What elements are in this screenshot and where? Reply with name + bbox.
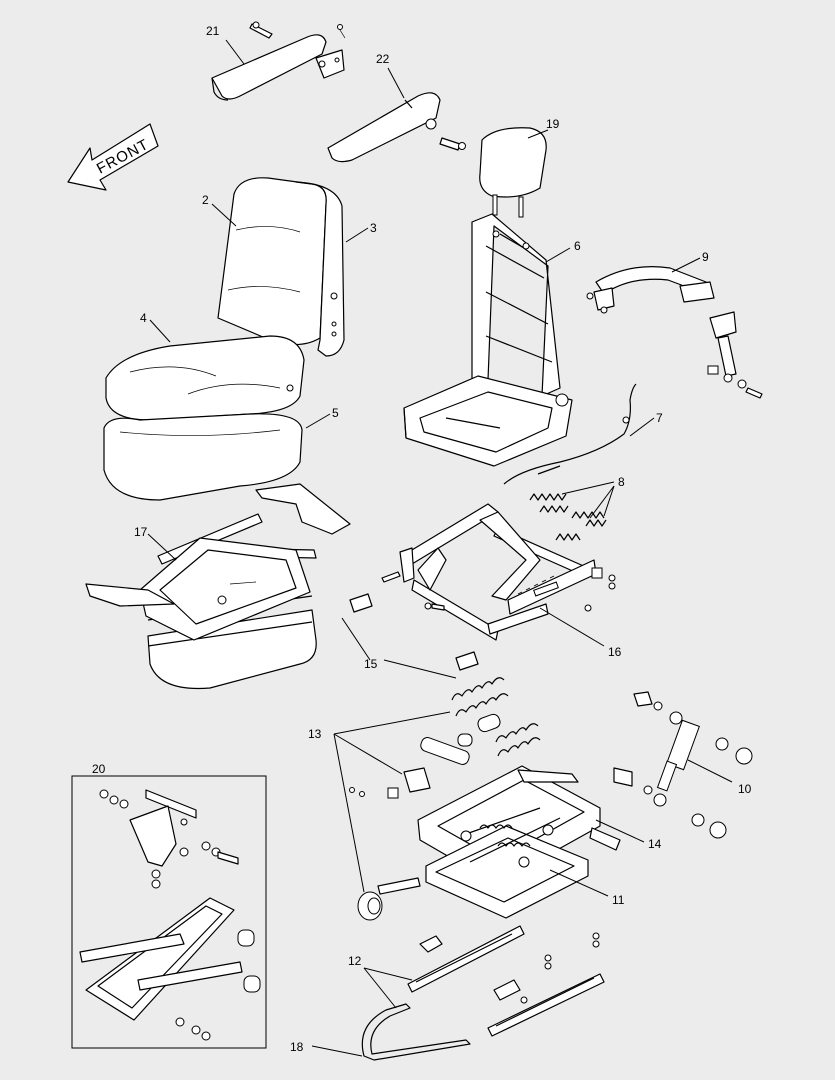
callout-4: 4 xyxy=(140,311,147,325)
seat-frame xyxy=(403,213,573,467)
cable xyxy=(503,383,637,485)
callout-labels: 21 22 19 2 3 6 9 4 5 7 8 17 16 15 13 20 … xyxy=(92,24,752,1054)
armrest-right xyxy=(327,92,466,163)
callout-15: 15 xyxy=(364,657,378,671)
callout-21: 21 xyxy=(206,24,220,38)
shock-absorber xyxy=(613,691,753,839)
front-arrow: FRONT xyxy=(67,123,159,191)
slide-frame xyxy=(381,503,616,641)
callout-11: 11 xyxy=(612,893,625,907)
callout-13: 13 xyxy=(308,727,322,741)
headrest xyxy=(479,127,547,218)
callout-22: 22 xyxy=(376,52,390,66)
callout-19: 19 xyxy=(546,117,560,131)
rails xyxy=(407,925,605,1037)
callout-6: 6 xyxy=(574,239,581,253)
backrest-cushion xyxy=(217,177,345,357)
seat-belt xyxy=(586,266,763,399)
callout-20: 20 xyxy=(92,762,106,776)
callout-2: 2 xyxy=(202,193,209,207)
callout-3: 3 xyxy=(370,221,377,235)
callout-9: 9 xyxy=(702,250,709,264)
leader-lines xyxy=(147,39,733,1057)
detail-inset xyxy=(71,775,267,1049)
scissor-suspension xyxy=(357,765,621,921)
callout-12: 12 xyxy=(348,954,362,968)
adjust-handle xyxy=(361,1003,471,1061)
callout-17: 17 xyxy=(134,525,148,539)
callout-10: 10 xyxy=(738,782,752,796)
suspension-springs xyxy=(349,677,541,799)
inset-border xyxy=(71,775,267,1049)
springs xyxy=(529,493,607,541)
callout-7: 7 xyxy=(656,411,663,425)
callout-14: 14 xyxy=(648,837,662,851)
callout-5: 5 xyxy=(332,406,339,420)
callout-8: 8 xyxy=(618,475,625,489)
clips xyxy=(349,593,479,671)
callout-16: 16 xyxy=(608,645,622,659)
callout-18: 18 xyxy=(290,1040,304,1054)
armrest-left xyxy=(211,21,346,101)
bellows-base xyxy=(85,483,351,690)
seat-cushion xyxy=(103,335,305,501)
